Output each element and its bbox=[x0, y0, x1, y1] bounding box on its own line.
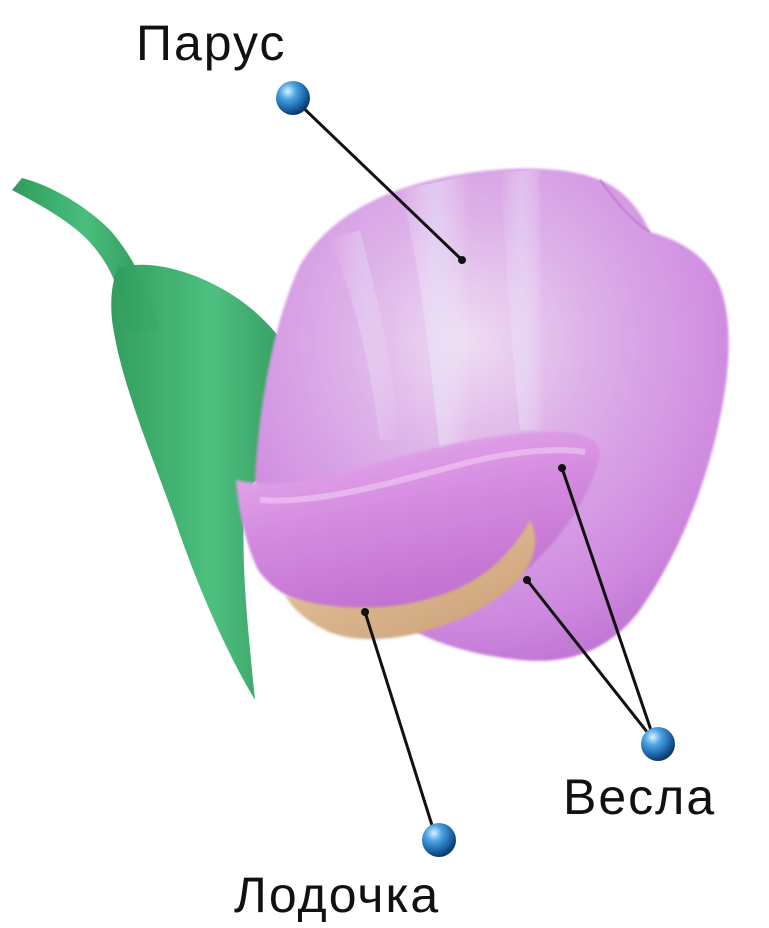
keel-leader-line bbox=[365, 612, 436, 838]
sail-label: Парус bbox=[136, 18, 286, 68]
sail-marker-icon bbox=[276, 81, 310, 115]
keel-marker-icon bbox=[422, 823, 456, 857]
keel-label: Лодочка bbox=[234, 870, 440, 920]
oars-label: Весла bbox=[563, 772, 716, 822]
oars-marker-icon bbox=[641, 727, 675, 761]
